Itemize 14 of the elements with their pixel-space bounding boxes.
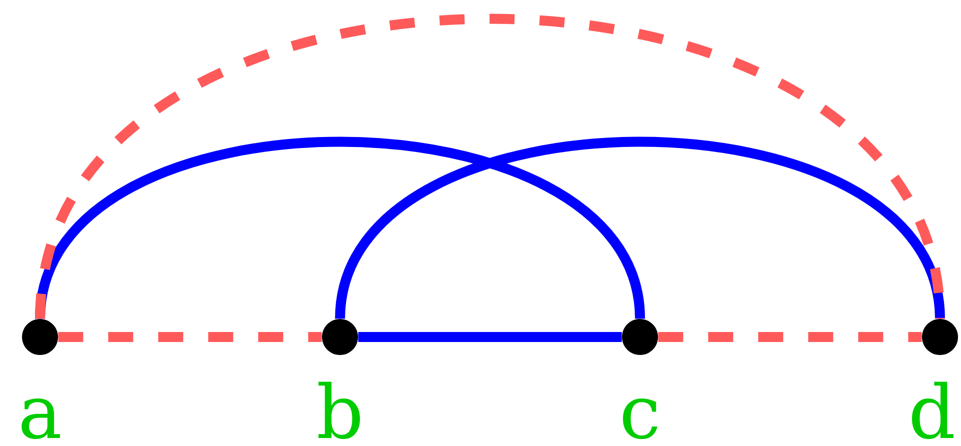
node-label: b (318, 382, 360, 440)
node-label: c (622, 398, 658, 440)
connector (358, 332, 622, 342)
node-label: d (912, 382, 954, 440)
dot (622, 319, 658, 355)
dot (322, 319, 358, 355)
connector (35, 14, 945, 320)
dot (22, 319, 58, 355)
connector (658, 332, 922, 342)
dot (922, 319, 958, 355)
connector (335, 137, 945, 320)
connector (58, 332, 322, 342)
connector (35, 137, 645, 320)
node-label: a (22, 398, 60, 440)
